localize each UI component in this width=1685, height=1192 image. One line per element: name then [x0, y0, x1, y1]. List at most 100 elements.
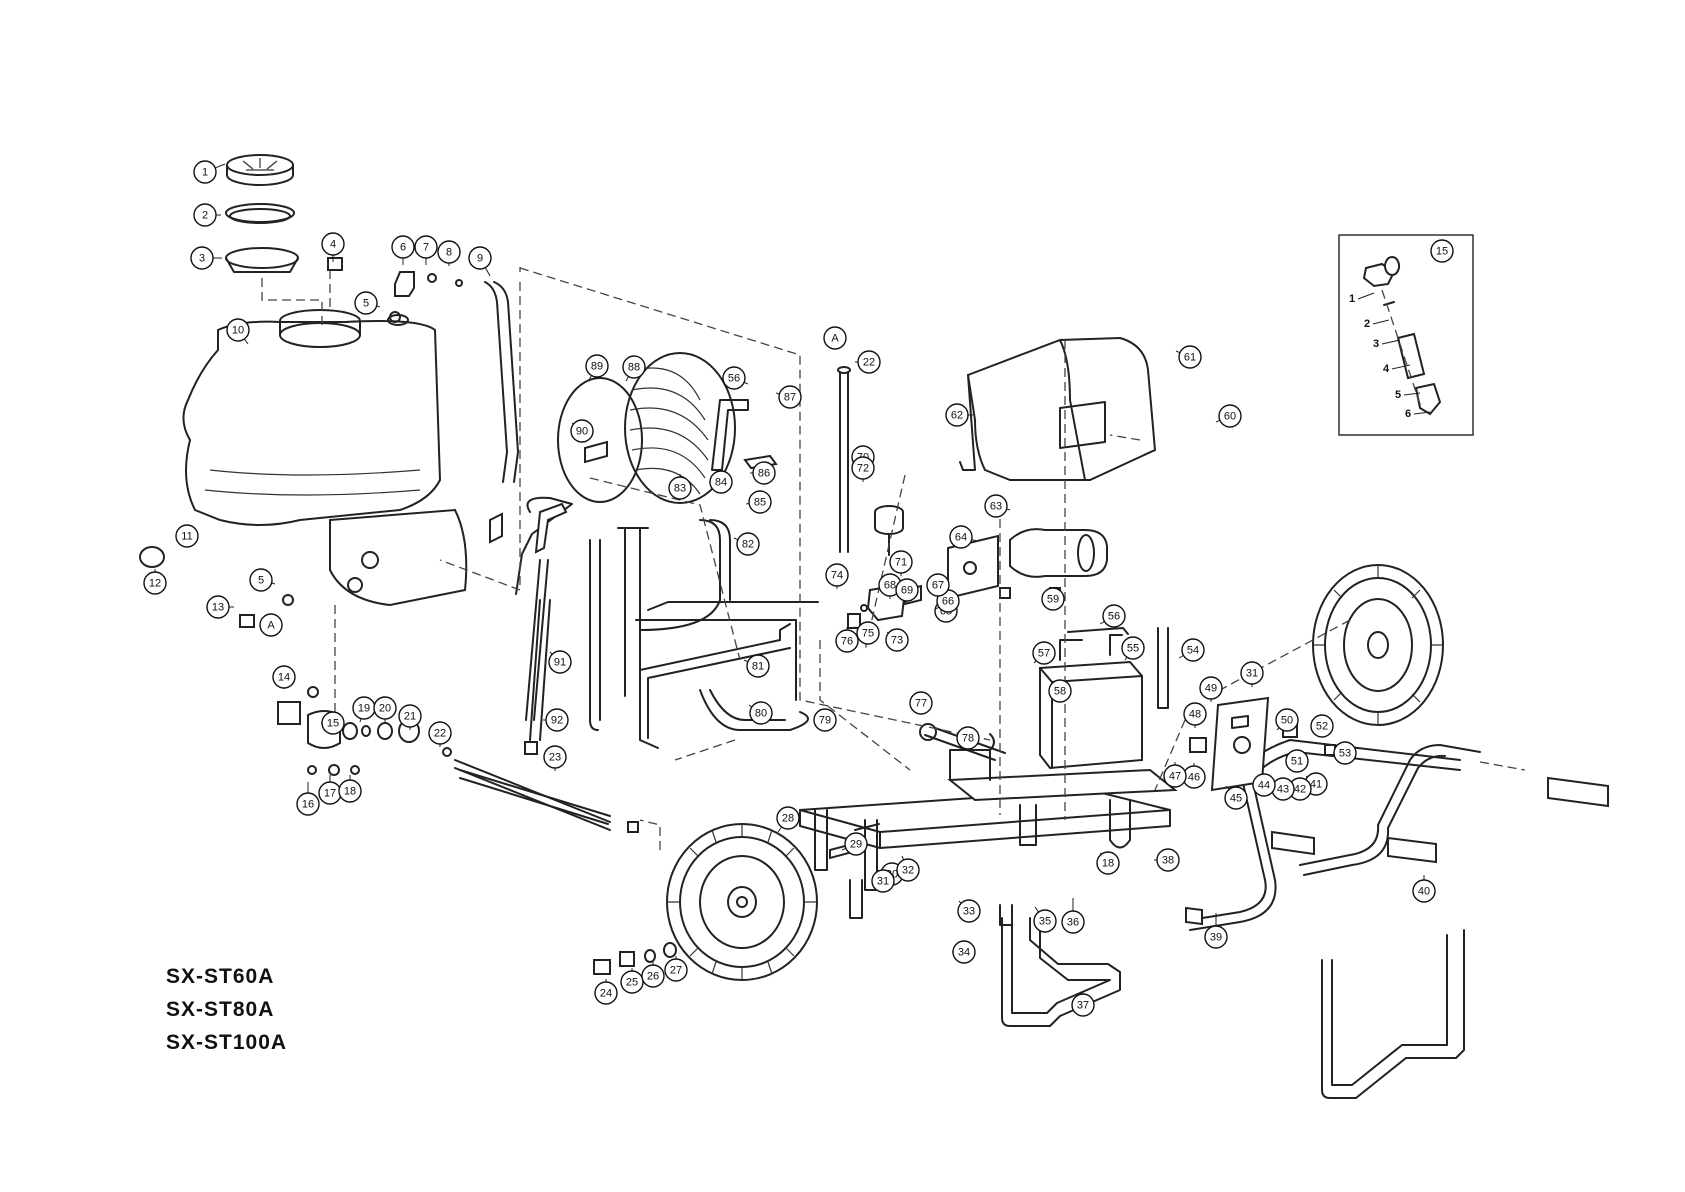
callout-number: 72: [857, 463, 869, 475]
callout-number: 87: [784, 392, 796, 404]
callout-number: 32: [902, 865, 914, 877]
callout-circle: [391, 235, 415, 259]
callout-number: 91: [554, 657, 566, 669]
inset-part-number: 5: [1395, 389, 1401, 401]
callout-circle: [926, 573, 950, 597]
part-callout: 59: [1041, 587, 1065, 611]
callout-circle: [1240, 661, 1264, 685]
part-callout: 38: [1154, 848, 1180, 872]
part-callout: 86: [750, 461, 776, 485]
callout-number: 63: [990, 501, 1002, 513]
callout-leader: [841, 847, 847, 851]
callout-leader: [588, 375, 592, 381]
callout-number: 51: [1291, 756, 1303, 768]
callout-number: 48: [1189, 709, 1201, 721]
part-callout: 61: [1175, 345, 1202, 369]
callout-number: 67: [932, 580, 944, 592]
callout-number: 52: [1316, 721, 1328, 733]
part-callout: 64: [949, 525, 978, 549]
callout-number: 16: [302, 799, 314, 811]
callout-number: 31: [1246, 668, 1258, 680]
callout-leader: [215, 163, 226, 169]
callout-number: 44: [1258, 780, 1270, 792]
callout-circle: [1033, 909, 1057, 933]
part-callout: 75: [853, 621, 880, 645]
tank-lid-assembly: [225, 154, 299, 273]
callout-number: 75: [862, 628, 874, 640]
pipe-71: [837, 366, 851, 553]
callout-circle: [949, 525, 973, 549]
model-list: SX-ST60A SX-ST80A SX-ST100A: [166, 960, 287, 1059]
callout-number: 5: [363, 298, 369, 310]
callout-number: 37: [1077, 1000, 1089, 1012]
part-callout: 9: [468, 246, 492, 277]
callout-number: 84: [715, 477, 727, 489]
callout-number: 7: [423, 242, 429, 254]
callout-number: 4: [330, 239, 336, 251]
callout-circle: [548, 650, 572, 674]
callout-leader: [1225, 785, 1230, 790]
callout-number: 61: [1184, 352, 1196, 364]
callout-circle: [752, 461, 776, 485]
part-callout: 35: [1033, 906, 1057, 933]
callout-circle: [249, 568, 273, 592]
callout-number: 39: [1210, 932, 1222, 944]
callout-circle: [871, 869, 895, 893]
callout-circle: [641, 964, 665, 988]
part-callout: 25: [620, 968, 644, 994]
inset-callout-number: 15: [1436, 246, 1448, 258]
reference-marker: A: [259, 613, 283, 637]
callout-number: 69: [901, 585, 913, 597]
part-callout: 1: [193, 160, 226, 184]
callout-number: 42: [1294, 784, 1306, 796]
callout-circle: [778, 385, 802, 409]
callout-number: 6: [400, 242, 406, 254]
part-callout: 50: [1275, 708, 1299, 732]
part-callout: 20: [373, 696, 397, 722]
callout-number: 56: [1108, 611, 1120, 623]
inset-callout-circle: [1430, 239, 1454, 263]
callout-circle: [272, 665, 296, 689]
part-callout: 43: [1271, 777, 1295, 801]
callout-circle: [193, 160, 217, 184]
part-callout: 7: [414, 235, 438, 265]
part-callout: 54: [1178, 638, 1205, 662]
inset-part-label: 3: [1373, 338, 1401, 350]
inset-leader: [1372, 319, 1390, 325]
callout-number: 15: [327, 718, 339, 730]
callout-number: 54: [1187, 645, 1199, 657]
inset-part-label: 1: [1349, 292, 1375, 305]
callout-circle: [143, 571, 167, 595]
callout-circle: [193, 203, 217, 227]
inset-leader: [1357, 292, 1375, 300]
part-callout: 31: [1240, 661, 1264, 687]
callout-leader: [243, 338, 249, 345]
part-callout: 71: [889, 550, 913, 576]
callout-circle: [1102, 604, 1126, 628]
callout-number: 31: [877, 876, 889, 888]
callout-circle: [748, 490, 772, 514]
callout-leader: [1175, 350, 1181, 354]
callout-number: 11: [181, 531, 192, 543]
callout-number: 89: [591, 361, 603, 373]
part-callout: 3: [190, 246, 222, 270]
part-callout: 47: [1163, 762, 1187, 788]
callout-leader: [853, 626, 859, 630]
frame: [799, 723, 1178, 926]
callout-circle: [226, 318, 250, 342]
marker-circle: [823, 326, 847, 350]
hose-reel: [515, 352, 819, 755]
callout-circle: [594, 981, 618, 1005]
callout-number: 64: [955, 532, 967, 544]
model-name: SX-ST60A: [166, 965, 275, 988]
pump-motor: [947, 528, 1108, 600]
callout-number: 86: [758, 468, 770, 480]
callout-number: 49: [1205, 683, 1217, 695]
callout-number: 73: [891, 635, 903, 647]
inset-part-label: 4: [1383, 363, 1411, 375]
callout-number: 24: [600, 988, 612, 1000]
callout-number: 45: [1230, 793, 1242, 805]
callout-circle: [664, 958, 688, 982]
